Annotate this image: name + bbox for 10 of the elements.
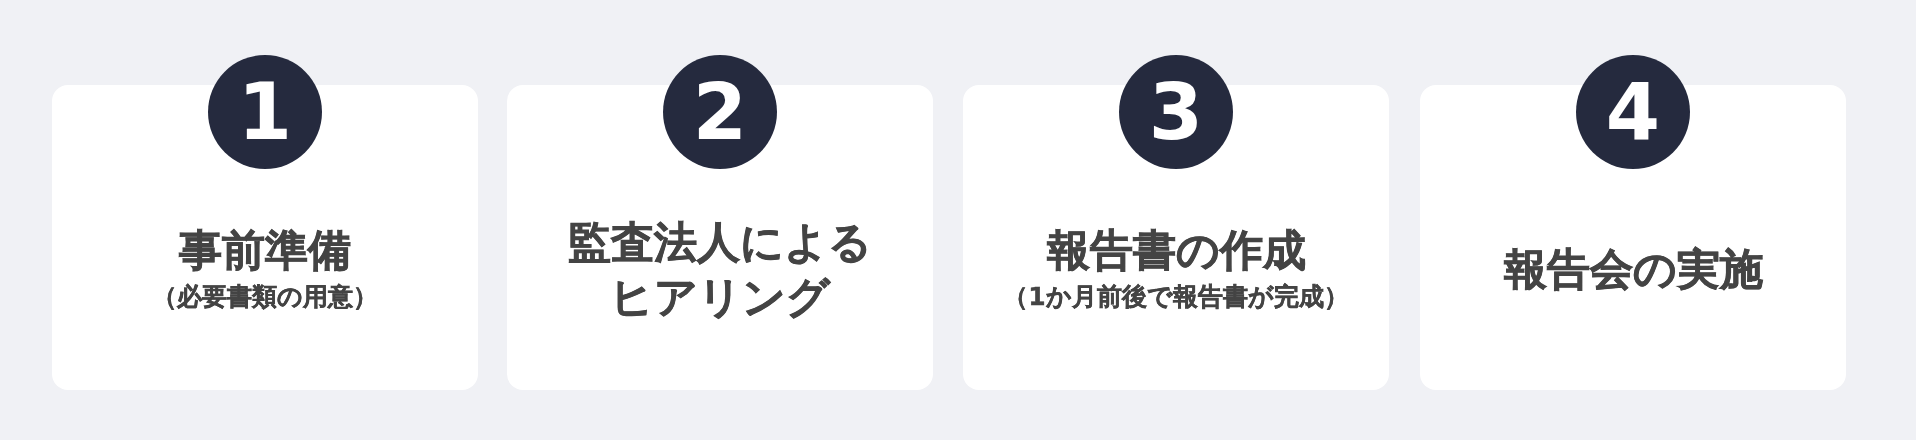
step-number: 2 [663, 55, 777, 169]
step-note: （必要書類の用意） [152, 281, 378, 314]
step-number: 4 [1576, 55, 1690, 169]
step-title: 事前準備 [179, 224, 351, 278]
step-note: （1か月前後で報告書が完成） [1003, 281, 1349, 314]
step-title: 報告会の実施 [1503, 243, 1763, 297]
step-title: 監査法人によるヒアリング [567, 215, 873, 324]
step-number: 1 [208, 55, 322, 169]
step-title: 報告書の作成 [1046, 224, 1306, 278]
step-number: 3 [1119, 55, 1233, 169]
